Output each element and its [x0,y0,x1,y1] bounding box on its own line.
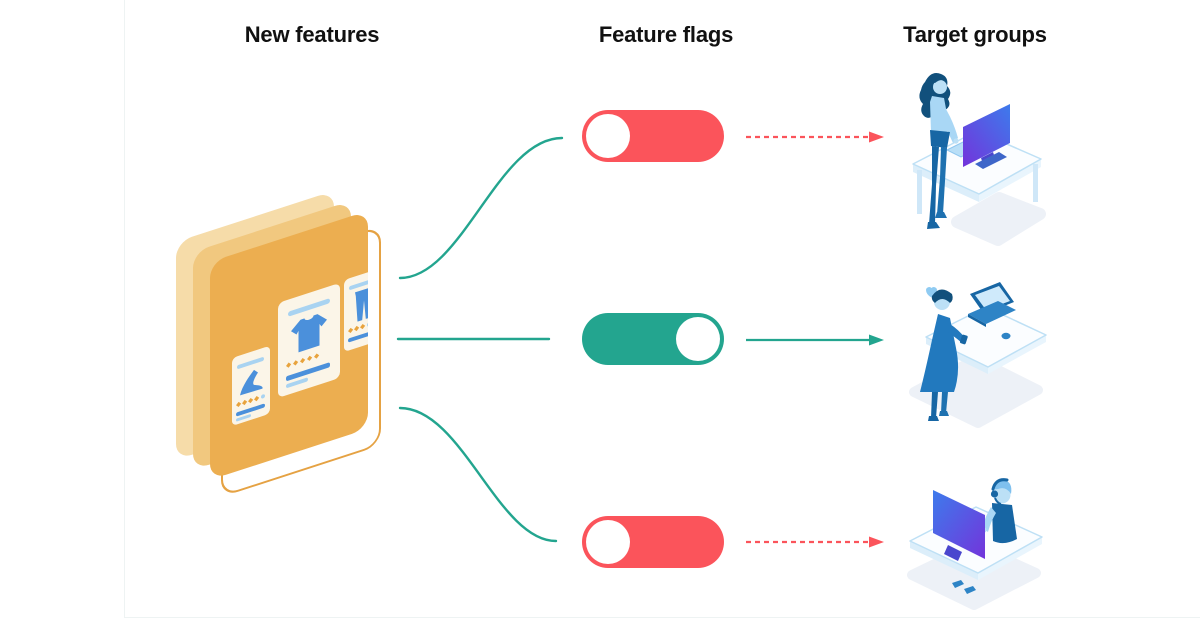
feature-flag-toggle-1[interactable] [582,110,724,162]
column-header-feature-flags: Feature flags [598,22,734,47]
arm [947,324,965,343]
leg [937,147,947,214]
person-support-agent [981,478,1017,544]
leg [929,146,939,224]
shoe [952,580,964,588]
arm [982,507,996,532]
phone [959,334,968,345]
arm [941,106,958,143]
desktop-monitor [963,104,1010,169]
headset-band [991,478,1009,491]
feature-flag-toggle-3[interactable] [582,516,724,568]
new-features-illustration [176,195,381,493]
tshirt-icon [291,314,327,353]
target-group-1-illustration [912,73,1046,246]
pants-icon [355,286,368,322]
desktop-monitor [933,490,985,561]
floor-shadow [951,192,1046,246]
shoe [964,586,976,594]
frame-divider-horizontal [124,617,1200,618]
product-card-tshirt [278,284,340,397]
arrowhead-target-1 [869,131,884,143]
leg [931,392,938,418]
person-woman-standing [919,73,959,229]
toggle-knob [586,520,630,564]
dress [920,314,959,392]
frame-divider-vertical [124,0,125,618]
shoe-icon [240,369,263,396]
column-header-target-groups: Target groups [903,22,1047,47]
column-header-new-features: New features [244,22,380,47]
leg [941,392,948,413]
headset-mic [994,497,1002,505]
hair [931,289,953,303]
toggle-knob [676,317,720,361]
head [993,486,1011,504]
product-card-pants [344,268,368,351]
arrowhead-target-2 [869,334,884,346]
headset-earcup [990,490,999,498]
arrowhead-target-3 [869,536,884,548]
person-woman-laptop [920,287,968,421]
mouse [1001,332,1011,340]
torso-vest [992,503,1017,544]
laptop [968,282,1016,327]
target-group-2-illustration [909,282,1047,428]
feature-flag-toggle-2[interactable] [582,313,724,365]
toggle-knob [586,114,630,158]
product-card-shoe [232,347,270,425]
face [933,80,947,94]
target-group-3-illustration [907,478,1043,610]
